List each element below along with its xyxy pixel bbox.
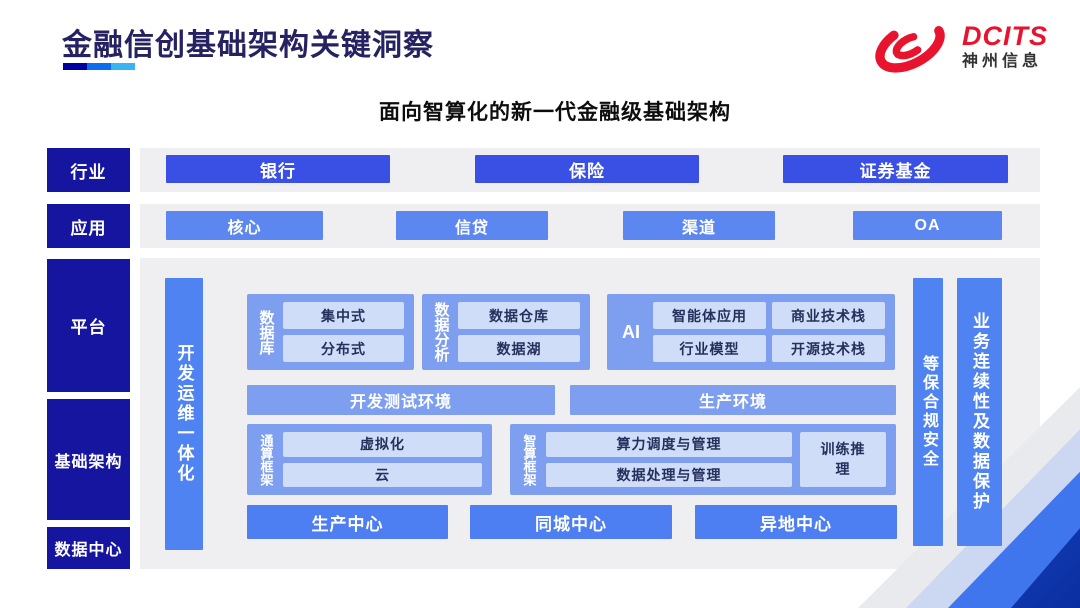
layer-label-industry: 行业 [47, 148, 130, 192]
industry-item-bank: 银行 [166, 155, 390, 183]
database-item-distributed: 分布式 [283, 335, 404, 362]
business-continuity-bar: 业务连续性及数据保护 [957, 278, 1002, 546]
layer-label-infrastructure: 基础架构 [47, 399, 130, 520]
diagram-title: 面向智算化的新一代金融级基础架构 [379, 101, 731, 124]
underline-segment-light [111, 63, 135, 70]
security-compliance-bar: 等保合规安全 [913, 278, 943, 546]
layer-label-application: 应用 [47, 204, 130, 248]
ai-item-commercial-stack: 商业技术栈 [772, 302, 885, 329]
application-item-core: 核心 [166, 211, 323, 240]
analytics-item-warehouse: 数据仓库 [458, 302, 580, 329]
brand-logo: DCITS 神州信息 [868, 16, 1048, 76]
ai-group-label: AI [622, 321, 640, 342]
company-name: 神州信息 [962, 52, 1043, 70]
database-item-centralized: 集中式 [283, 302, 404, 329]
application-item-channel: 渠道 [623, 211, 775, 240]
analytics-group: 数据分析 数据仓库 数据湖 [422, 294, 590, 370]
general-compute-label: 通算框架 [258, 433, 274, 486]
title-underline [63, 63, 135, 70]
datacenter-item-remote: 异地中心 [695, 505, 897, 539]
underline-segment-dark [63, 63, 87, 70]
analytics-group-label: 数据分析 [432, 302, 450, 362]
database-group: 数据库 集中式 分布式 [247, 294, 414, 370]
general-item-virtualization: 虚拟化 [283, 432, 482, 457]
industry-item-securities: 证券基金 [783, 155, 1008, 183]
datacenter-item-samecity: 同城中心 [470, 505, 672, 539]
layer-label-platform: 平台 [47, 259, 130, 392]
datacenter-item-production: 生产中心 [247, 505, 448, 539]
analytics-item-lake: 数据湖 [458, 335, 580, 362]
ai-item-industry-model: 行业模型 [653, 335, 766, 362]
brand-name: DCITS [962, 20, 1048, 51]
layer-label-datacenter: 数据中心 [47, 527, 130, 569]
ai-item-agent-app: 智能体应用 [653, 302, 766, 329]
page-title: 金融信创基础架构关键洞察 [62, 29, 434, 62]
general-compute-group: 通算框架 虚拟化 云 [247, 424, 492, 495]
industry-item-insurance: 保险 [475, 155, 699, 183]
application-item-credit: 信贷 [396, 211, 548, 240]
ai-group: AI 智能体应用 商业技术栈 行业模型 开源技术栈 [607, 294, 895, 370]
devops-bar: 开发运维一体化 [165, 278, 203, 550]
database-group-label: 数据库 [257, 309, 275, 355]
dcits-swirl-icon [875, 19, 945, 73]
intelligent-compute-label: 智算框架 [521, 433, 537, 486]
intel-item-compute-scheduling: 算力调度与管理 [546, 432, 792, 457]
env-production: 生产环境 [570, 385, 896, 415]
application-item-oa: OA [853, 211, 1002, 240]
intelligent-compute-group: 智算框架 算力调度与管理 数据处理与管理 训练推理 [510, 424, 896, 495]
ai-item-opensource-stack: 开源技术栈 [772, 335, 885, 362]
general-item-cloud: 云 [283, 462, 482, 487]
env-dev-test: 开发测试环境 [247, 385, 555, 415]
intel-item-data-management: 数据处理与管理 [546, 462, 792, 487]
training-inference-box: 训练推理 [800, 432, 886, 487]
underline-segment-medium [87, 63, 111, 70]
